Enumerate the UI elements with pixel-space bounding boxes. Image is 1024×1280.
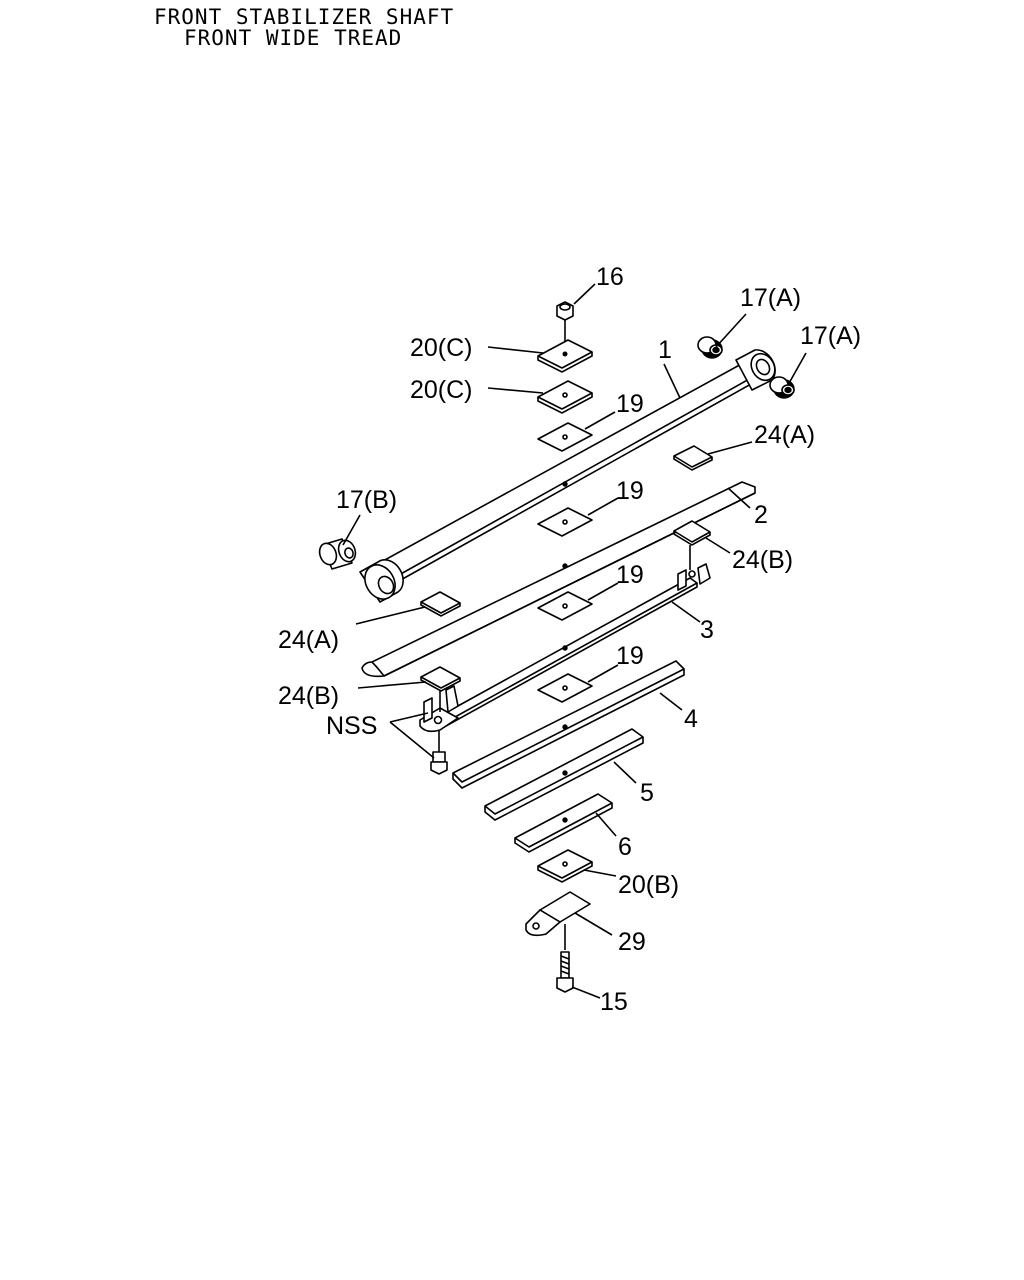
part-20b-plate — [537, 849, 593, 883]
callout-5: 5 — [640, 779, 654, 807]
callout-3: 3 — [700, 616, 714, 644]
diagram-title-line2: FRONT WIDE TREAD — [184, 26, 403, 50]
callout-16: 16 — [596, 263, 624, 291]
part-20c-lower-plate — [537, 380, 593, 414]
part-24a-upper-pad — [673, 445, 713, 471]
callout-29: 29 — [618, 928, 646, 956]
callout-24a-2: 24(A) — [278, 626, 339, 654]
part-nss-bolt — [430, 730, 448, 775]
callout-20c-1: 20(C) — [410, 334, 473, 362]
callout-2: 2 — [754, 501, 768, 529]
callout-19-3: 19 — [616, 561, 644, 589]
part-19-plate-1 — [537, 422, 593, 452]
callout-4: 4 — [684, 705, 698, 733]
part-1-main-leaf — [359, 349, 776, 603]
part-3-clip-leaf — [419, 563, 711, 733]
part-17a-bushing-1 — [697, 336, 723, 359]
callout-19-2: 19 — [616, 477, 644, 505]
callout-1: 1 — [658, 336, 672, 364]
part-5-leaf — [484, 728, 644, 821]
part-24b-lower-pad — [420, 666, 461, 712]
part-15-bolt — [556, 951, 574, 993]
callout-20c-2: 20(C) — [410, 376, 473, 404]
part-24b-upper-pad — [673, 520, 711, 570]
part-17b-bushing — [318, 538, 357, 570]
leader-lines — [342, 283, 807, 999]
callout-17b: 17(B) — [336, 486, 397, 514]
callout-17a-1: 17(A) — [740, 284, 801, 312]
callout-20b: 20(B) — [618, 871, 679, 899]
part-2-second-leaf — [361, 481, 756, 678]
part-19-plate-2 — [537, 507, 593, 537]
part-19-plate-3 — [537, 591, 593, 621]
part-6-leaf — [514, 793, 613, 853]
callout-15: 15 — [600, 988, 628, 1016]
callout-24b-1: 24(B) — [732, 546, 793, 574]
part-20c-upper-plate — [537, 339, 593, 373]
callout-6: 6 — [618, 833, 632, 861]
part-24a-lower-pad — [420, 591, 461, 617]
callout-19-1: 19 — [616, 390, 644, 418]
callout-24a-1: 24(A) — [754, 421, 815, 449]
part-29-bracket — [525, 891, 591, 950]
diagram-title-line1: FRONT STABILIZER SHAFT — [154, 5, 455, 29]
part-19-plate-4 — [537, 673, 593, 703]
callout-24b-2: 24(B) — [278, 682, 339, 710]
callout-nss: NSS — [326, 712, 377, 740]
callout-labels: 16 17(A) 17(A) 20(C) 20(C) 1 19 24(A) 17… — [278, 263, 861, 1016]
part-4-leaf — [452, 660, 685, 789]
callout-17a-2: 17(A) — [800, 322, 861, 350]
callout-19-4: 19 — [616, 642, 644, 670]
